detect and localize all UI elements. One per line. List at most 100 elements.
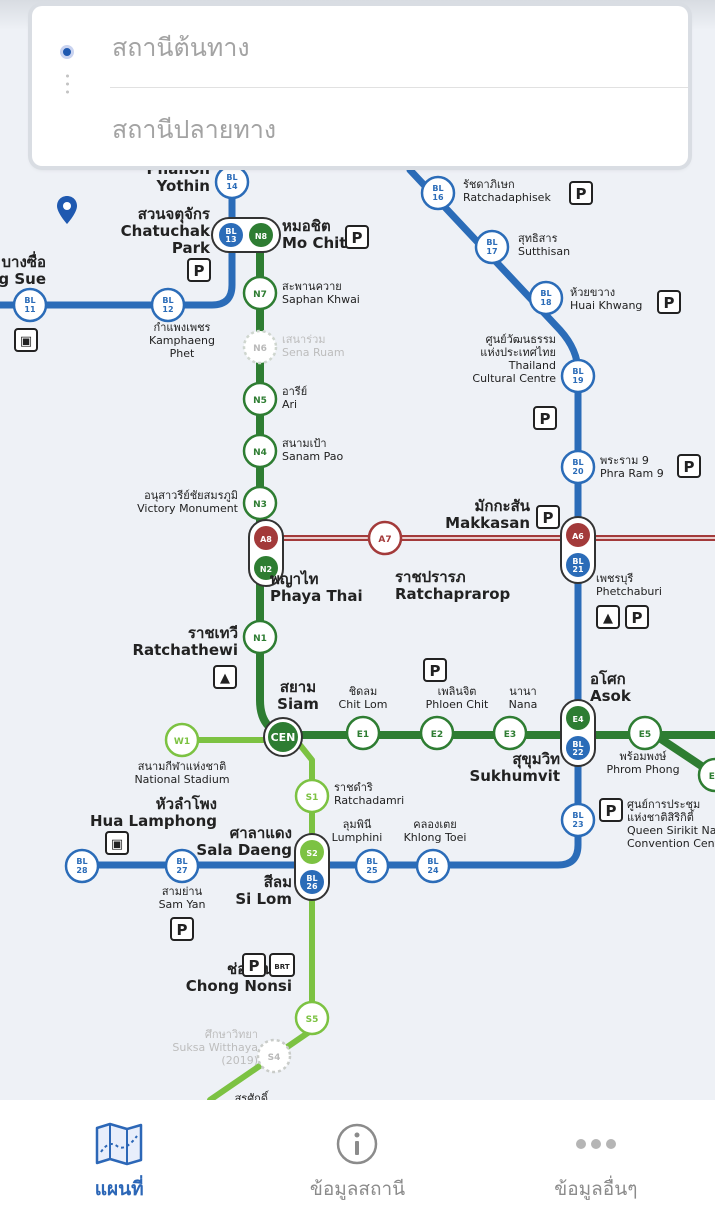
station-th-bl19: ศูนย์วัฒนธรรม [486,333,556,346]
station-code-e1: E1 [357,730,369,740]
station-label-w1: สนามกีฬาแห่งชาติNational Stadium [134,760,229,786]
station-label-bl11: บางซื่อg Sue [0,251,46,288]
svg-text:P: P [430,662,441,680]
station-marker-n4[interactable]: N4 [242,433,278,469]
parking-icon-bl21: P [625,605,649,629]
station-th2-bl23: แห่งชาติสิริกิติ์ [627,809,696,824]
svg-text:P: P [606,802,617,820]
station-marker-w1[interactable]: W1 [164,722,200,758]
destination-station-input[interactable] [110,106,674,152]
station-marker-n3[interactable]: N3 [242,485,278,521]
parking-icon-bl27: P [170,917,194,941]
station-code-e2: E2 [431,730,443,740]
station-en-n6: Sena Ruam [282,346,345,359]
back-button[interactable]: ← [30,8,70,48]
station-marker-e3[interactable]: E3 [492,715,528,751]
station-en2-bl13: Park [172,239,211,257]
station-marker-n6[interactable]: N6 [242,329,278,365]
station-code-n6: N6 [253,344,267,354]
blue-line-east [76,166,582,869]
station-marker-e2[interactable]: E2 [419,715,455,751]
station-th-a6: มักกะสัน [474,497,530,515]
station-marker-e6[interactable]: E6 [697,757,715,793]
parking-icon-bl20: P [677,454,701,478]
origin-station-input[interactable] [110,24,674,70]
nav-station-info[interactable]: ข้อมูลสถานี [238,1100,476,1216]
station-en-s1: Ratchadamri [334,794,404,807]
metro-map[interactable]: BL14BL11BL12N7N6N5N4N3A7N1W1E1E2E3E5E6BL… [0,0,715,1100]
station-marker-e1[interactable]: E1 [345,715,381,751]
station-th-n8: หมอชิต [282,217,331,235]
svg-text:P: P [540,410,551,428]
station-en2-bl19: Cultural Centre [472,372,556,385]
destination-row [32,88,688,224]
station-th-s4: ศึกษาวิทยา [205,1028,258,1041]
station-th-bl18: ห้วยขวาง [570,286,615,299]
map-icon [95,1122,143,1166]
station-th-n3: อนุสาวรีย์ชัยสมรภูมิ [144,489,238,502]
station-th-bl11: บางซื่อ [2,251,46,271]
station-marker-cen[interactable]: CEN [263,717,303,757]
station-code-n5: N5 [253,396,267,406]
station-code-n7: N7 [253,290,267,300]
station-marker-n1[interactable]: N1 [242,619,278,655]
train-icon-hua: ▣ [105,831,129,855]
station-marker-a7[interactable]: A7 [367,520,403,556]
nav-more-info[interactable]: ข้อมูลอื่นๆ [477,1100,715,1216]
station-en-s3: Chong Nonsi [186,977,292,995]
station-en-bl18: Huai Khwang [570,299,642,312]
dark-green-north [256,228,715,739]
station-marker-n7[interactable]: N7 [242,275,278,311]
station-th-e3: นานา [509,685,536,698]
station-marker-n5[interactable]: N5 [242,381,278,417]
nav-map[interactable]: แผนที่ [0,1100,238,1216]
parking-icon-bl16: P [569,181,593,205]
station-en-n4: Sanam Pao [282,450,344,463]
arrow-left-icon: ← [35,8,65,48]
station-en-bl19: Thailand [508,359,556,372]
svg-text:P: P [543,509,554,527]
svg-text:P: P [664,294,675,312]
station-code-e5: E5 [639,730,651,740]
station-marker-e5[interactable]: E5 [627,715,663,751]
station-marker-s4[interactable]: S4 [256,1038,292,1074]
station-marker-s1[interactable]: S1 [294,778,330,814]
svg-text:P: P [632,609,643,627]
station-en-hua: Hua Lamphong [90,812,217,830]
station-en-bl22: Sukhumvit [469,767,560,785]
station-th-cen: สยาม [280,678,316,696]
station-marker-s5[interactable]: S5 [294,1000,330,1036]
station-th-bl22: สุขุมวิท [512,750,560,769]
parking-icon-bl18: P [657,290,681,314]
station-th-s2: ศาลาแดง [230,824,292,842]
